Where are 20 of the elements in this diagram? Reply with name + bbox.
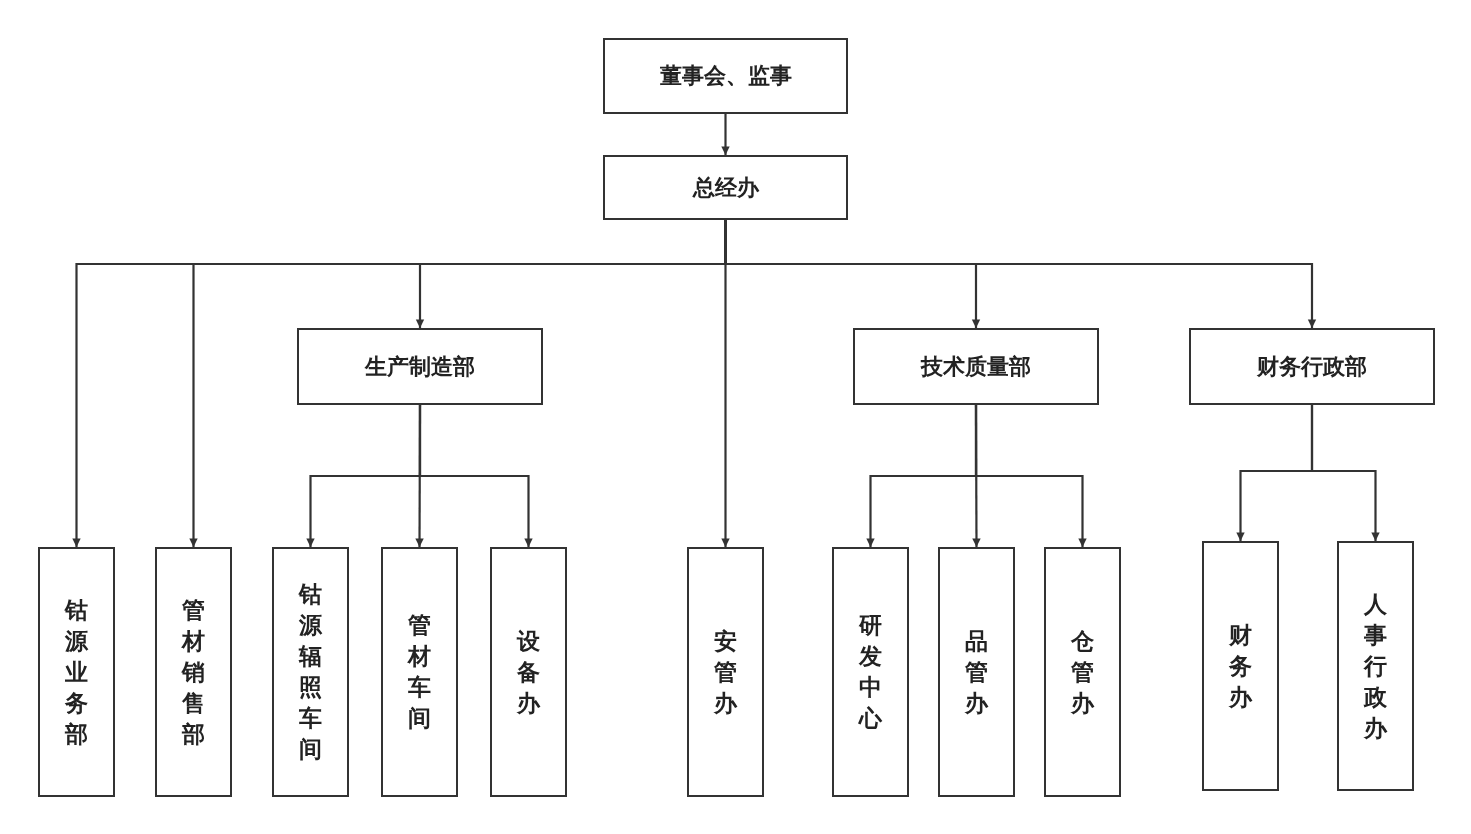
arrow	[1310, 405, 1380, 541]
department-box: 管材车间	[381, 547, 458, 797]
department-box: 董事会、监事	[603, 38, 848, 114]
department-box: 研发中心	[832, 547, 909, 797]
department-box: 安管办	[687, 547, 764, 797]
department-box: 生产制造部	[297, 328, 543, 405]
department-box: 总经办	[603, 155, 848, 220]
department-box: 财务办	[1202, 541, 1279, 791]
arrow	[974, 405, 1087, 547]
department-box: 品管办	[938, 547, 1015, 797]
arrow	[721, 114, 730, 155]
department-box: 仓管办	[1044, 547, 1121, 797]
arrow	[418, 405, 533, 547]
department-box: 技术质量部	[853, 328, 1099, 405]
department-box: 设备办	[490, 547, 567, 797]
department-box: 管材销售部	[155, 547, 232, 797]
department-box: 钴源辐照车间	[272, 547, 349, 797]
department-box: 财务行政部	[1189, 328, 1435, 405]
department-box: 钴源业务部	[38, 547, 115, 797]
department-box: 人事行政办	[1337, 541, 1414, 791]
